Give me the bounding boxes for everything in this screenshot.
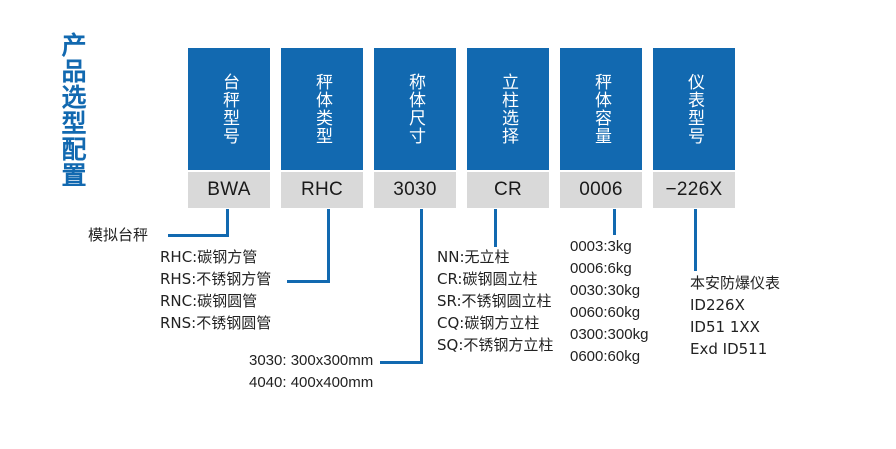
column-header-box: 秤体类型 — [281, 48, 363, 170]
column-header-label: 秤体容量 — [592, 73, 611, 145]
column-value-box: CR — [467, 172, 549, 208]
column-header-box: 秤体容量 — [560, 48, 642, 170]
note-line: CQ:碳钢方立柱 — [437, 314, 540, 332]
note-size: 3030: 300x300mm 4040: 400x400mm — [249, 350, 373, 394]
config-column-pillar: 立柱选择 CR — [467, 48, 549, 208]
note-instrument: 本安防爆仪表 ID226X ID51 1XX Exd ID511 — [690, 272, 780, 360]
config-column-size: 称体尺寸 3030 — [374, 48, 456, 208]
note-line: CR:碳钢圆立柱 — [437, 270, 538, 288]
note-line: 0003:3kg — [570, 238, 632, 255]
column-value-box: 3030 — [374, 172, 456, 208]
column-header-label: 台秤型号 — [220, 73, 239, 145]
leader-line-body-type-vertical — [327, 209, 330, 283]
column-header-box: 立柱选择 — [467, 48, 549, 170]
note-line: ID226X — [690, 296, 745, 314]
note-line: 4040: 400x400mm — [249, 374, 374, 391]
leader-line-model-vertical — [226, 209, 229, 237]
note-line: ID51 1XX — [690, 318, 760, 336]
leader-line-capacity-vertical — [613, 209, 616, 235]
note-line: NN:无立柱 — [437, 248, 510, 266]
note-line: RHS:不锈钢方管 — [160, 270, 272, 288]
note-pillar: NN:无立柱 CR:碳钢圆立柱 SR:不锈钢圆立柱 CQ:碳钢方立柱 SQ:不锈… — [437, 246, 553, 356]
note-model: 模拟台秤 — [88, 224, 148, 246]
column-value-box: 0006 — [560, 172, 642, 208]
column-header-label: 称体尺寸 — [406, 73, 425, 145]
note-line: Exd ID511 — [690, 340, 768, 358]
config-column-instrument: 仪表型号 −226X — [653, 48, 735, 208]
note-capacity: 0003:3kg 0006:6kg 0030:30kg 0060:60kg 03… — [570, 236, 648, 368]
leader-line-instrument-vertical — [694, 209, 697, 271]
column-header-box: 称体尺寸 — [374, 48, 456, 170]
note-line: 0030:30kg — [570, 282, 641, 299]
column-value-box: BWA — [188, 172, 270, 208]
note-line: 0006:6kg — [570, 260, 632, 277]
note-line: 模拟台秤 — [88, 226, 149, 244]
note-line: RNC:碳钢圆管 — [160, 292, 258, 310]
column-header-label: 立柱选择 — [499, 73, 518, 145]
leader-line-size-horizontal — [380, 361, 423, 364]
note-line: 3030: 300x300mm — [249, 352, 374, 369]
note-line: SR:不锈钢圆立柱 — [437, 292, 552, 310]
column-header-box: 仪表型号 — [653, 48, 735, 170]
note-line: 本安防爆仪表 — [690, 274, 781, 292]
column-value-box: −226X — [653, 172, 735, 208]
config-column-capacity: 秤体容量 0006 — [560, 48, 642, 208]
column-header-box: 台秤型号 — [188, 48, 270, 170]
leader-line-model-horizontal — [168, 234, 229, 237]
note-line: RHC:碳钢方管 — [160, 248, 258, 266]
leader-line-size-vertical — [420, 209, 423, 364]
note-line: SQ:不锈钢方立柱 — [437, 336, 554, 354]
note-body-type: RHC:碳钢方管 RHS:不锈钢方管 RNC:碳钢圆管 RNS:不锈钢圆管 — [160, 246, 271, 334]
page-title: 产品选型配置 — [58, 32, 86, 188]
config-column-model: 台秤型号 BWA — [188, 48, 270, 208]
leader-line-pillar-vertical — [494, 209, 497, 247]
leader-line-body-type-horizontal — [287, 280, 330, 283]
note-line: RNS:不锈钢圆管 — [160, 314, 272, 332]
column-header-label: 秤体类型 — [313, 73, 332, 145]
config-column-body-type: 秤体类型 RHC — [281, 48, 363, 208]
note-line: 0300:300kg — [570, 326, 649, 343]
column-header-label: 仪表型号 — [685, 73, 704, 145]
note-line: 0600:60kg — [570, 348, 641, 365]
note-line: 0060:60kg — [570, 304, 641, 321]
column-value-box: RHC — [281, 172, 363, 208]
